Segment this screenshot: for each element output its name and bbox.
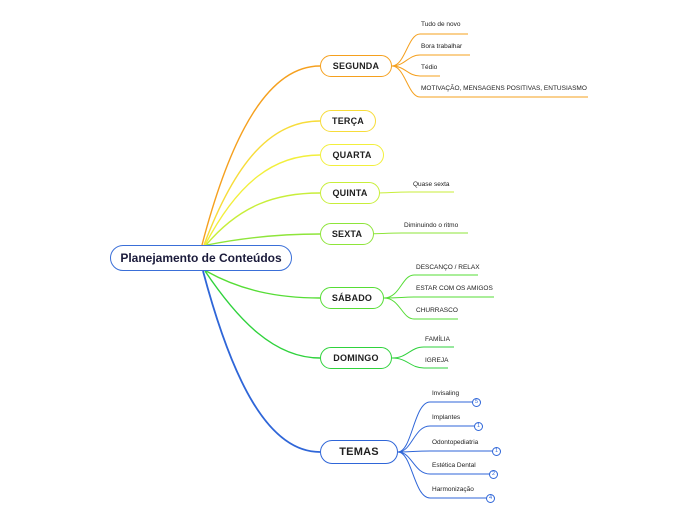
leaf-odontopediatria[interactable]: Odontopediatria [432,439,479,446]
connector-terca [203,120,321,246]
topic-temas[interactable]: TEMAS [320,440,398,464]
leaf-diminuindo-o-ritmo[interactable]: Diminuindo o ritmo [404,222,459,229]
leaf-familia[interactable]: FAMÍLIA [425,336,450,343]
connector-temas [202,270,321,453]
topic-domingo[interactable]: DOMINGO [320,347,392,369]
connector-segunda [201,65,321,246]
connector-domingo [204,270,321,359]
topic-quarta[interactable]: QUARTA [320,144,384,166]
connector-quinta [205,192,321,246]
leaf-motivacao[interactable]: MOTIVAÇÃO, MENSAGENS POSITIVAS, ENTUSIAS… [421,85,587,92]
topic-sabado[interactable]: SÁBADO [320,287,384,309]
topic-sexta[interactable]: SEXTA [320,223,374,245]
connector-sabado [205,270,321,299]
topic-quinta[interactable]: QUINTA [320,182,380,204]
leaf-tudo-de-novo[interactable]: Tudo de novo [421,21,461,28]
badge-invisaling-count[interactable]: 5 [472,398,481,407]
leaf-implantes[interactable]: Implantes [432,414,461,421]
connector-sexta [206,233,321,246]
leaf-igreja[interactable]: IGREJA [425,357,449,364]
leaf-invisaling[interactable]: Invisaling [432,390,460,397]
leaf-bora-trabalhar[interactable]: Bora trabalhar [421,43,463,50]
leaf-estar-com-os-amigos[interactable]: ESTAR COM OS AMIGOS [416,285,493,292]
leaf-quase-sexta[interactable]: Quase sexta [413,181,450,188]
leaf-descanso-relax[interactable]: DESCANÇO / RELAX [416,264,480,271]
connector-quarta [204,154,321,246]
leaf-estetica-dental[interactable]: Estética Dental [432,462,476,469]
badge-odontopediatria-count[interactable]: 1 [492,447,501,456]
badge-implantes-count[interactable]: 1 [474,422,483,431]
root-topic[interactable]: Planejamento de Conteúdos [110,245,292,271]
topic-terca[interactable]: TERÇA [320,110,376,132]
badge-harmonizacao-count[interactable]: 4 [486,494,495,503]
badge-estetica-dental-count[interactable]: 2 [489,470,498,479]
leaf-tedio[interactable]: Tédio [421,64,438,71]
topic-segunda[interactable]: SEGUNDA [320,55,392,77]
leaf-churrasco[interactable]: CHURRASCO [416,307,458,314]
leaf-harmonizacao[interactable]: Harmonização [432,486,474,493]
